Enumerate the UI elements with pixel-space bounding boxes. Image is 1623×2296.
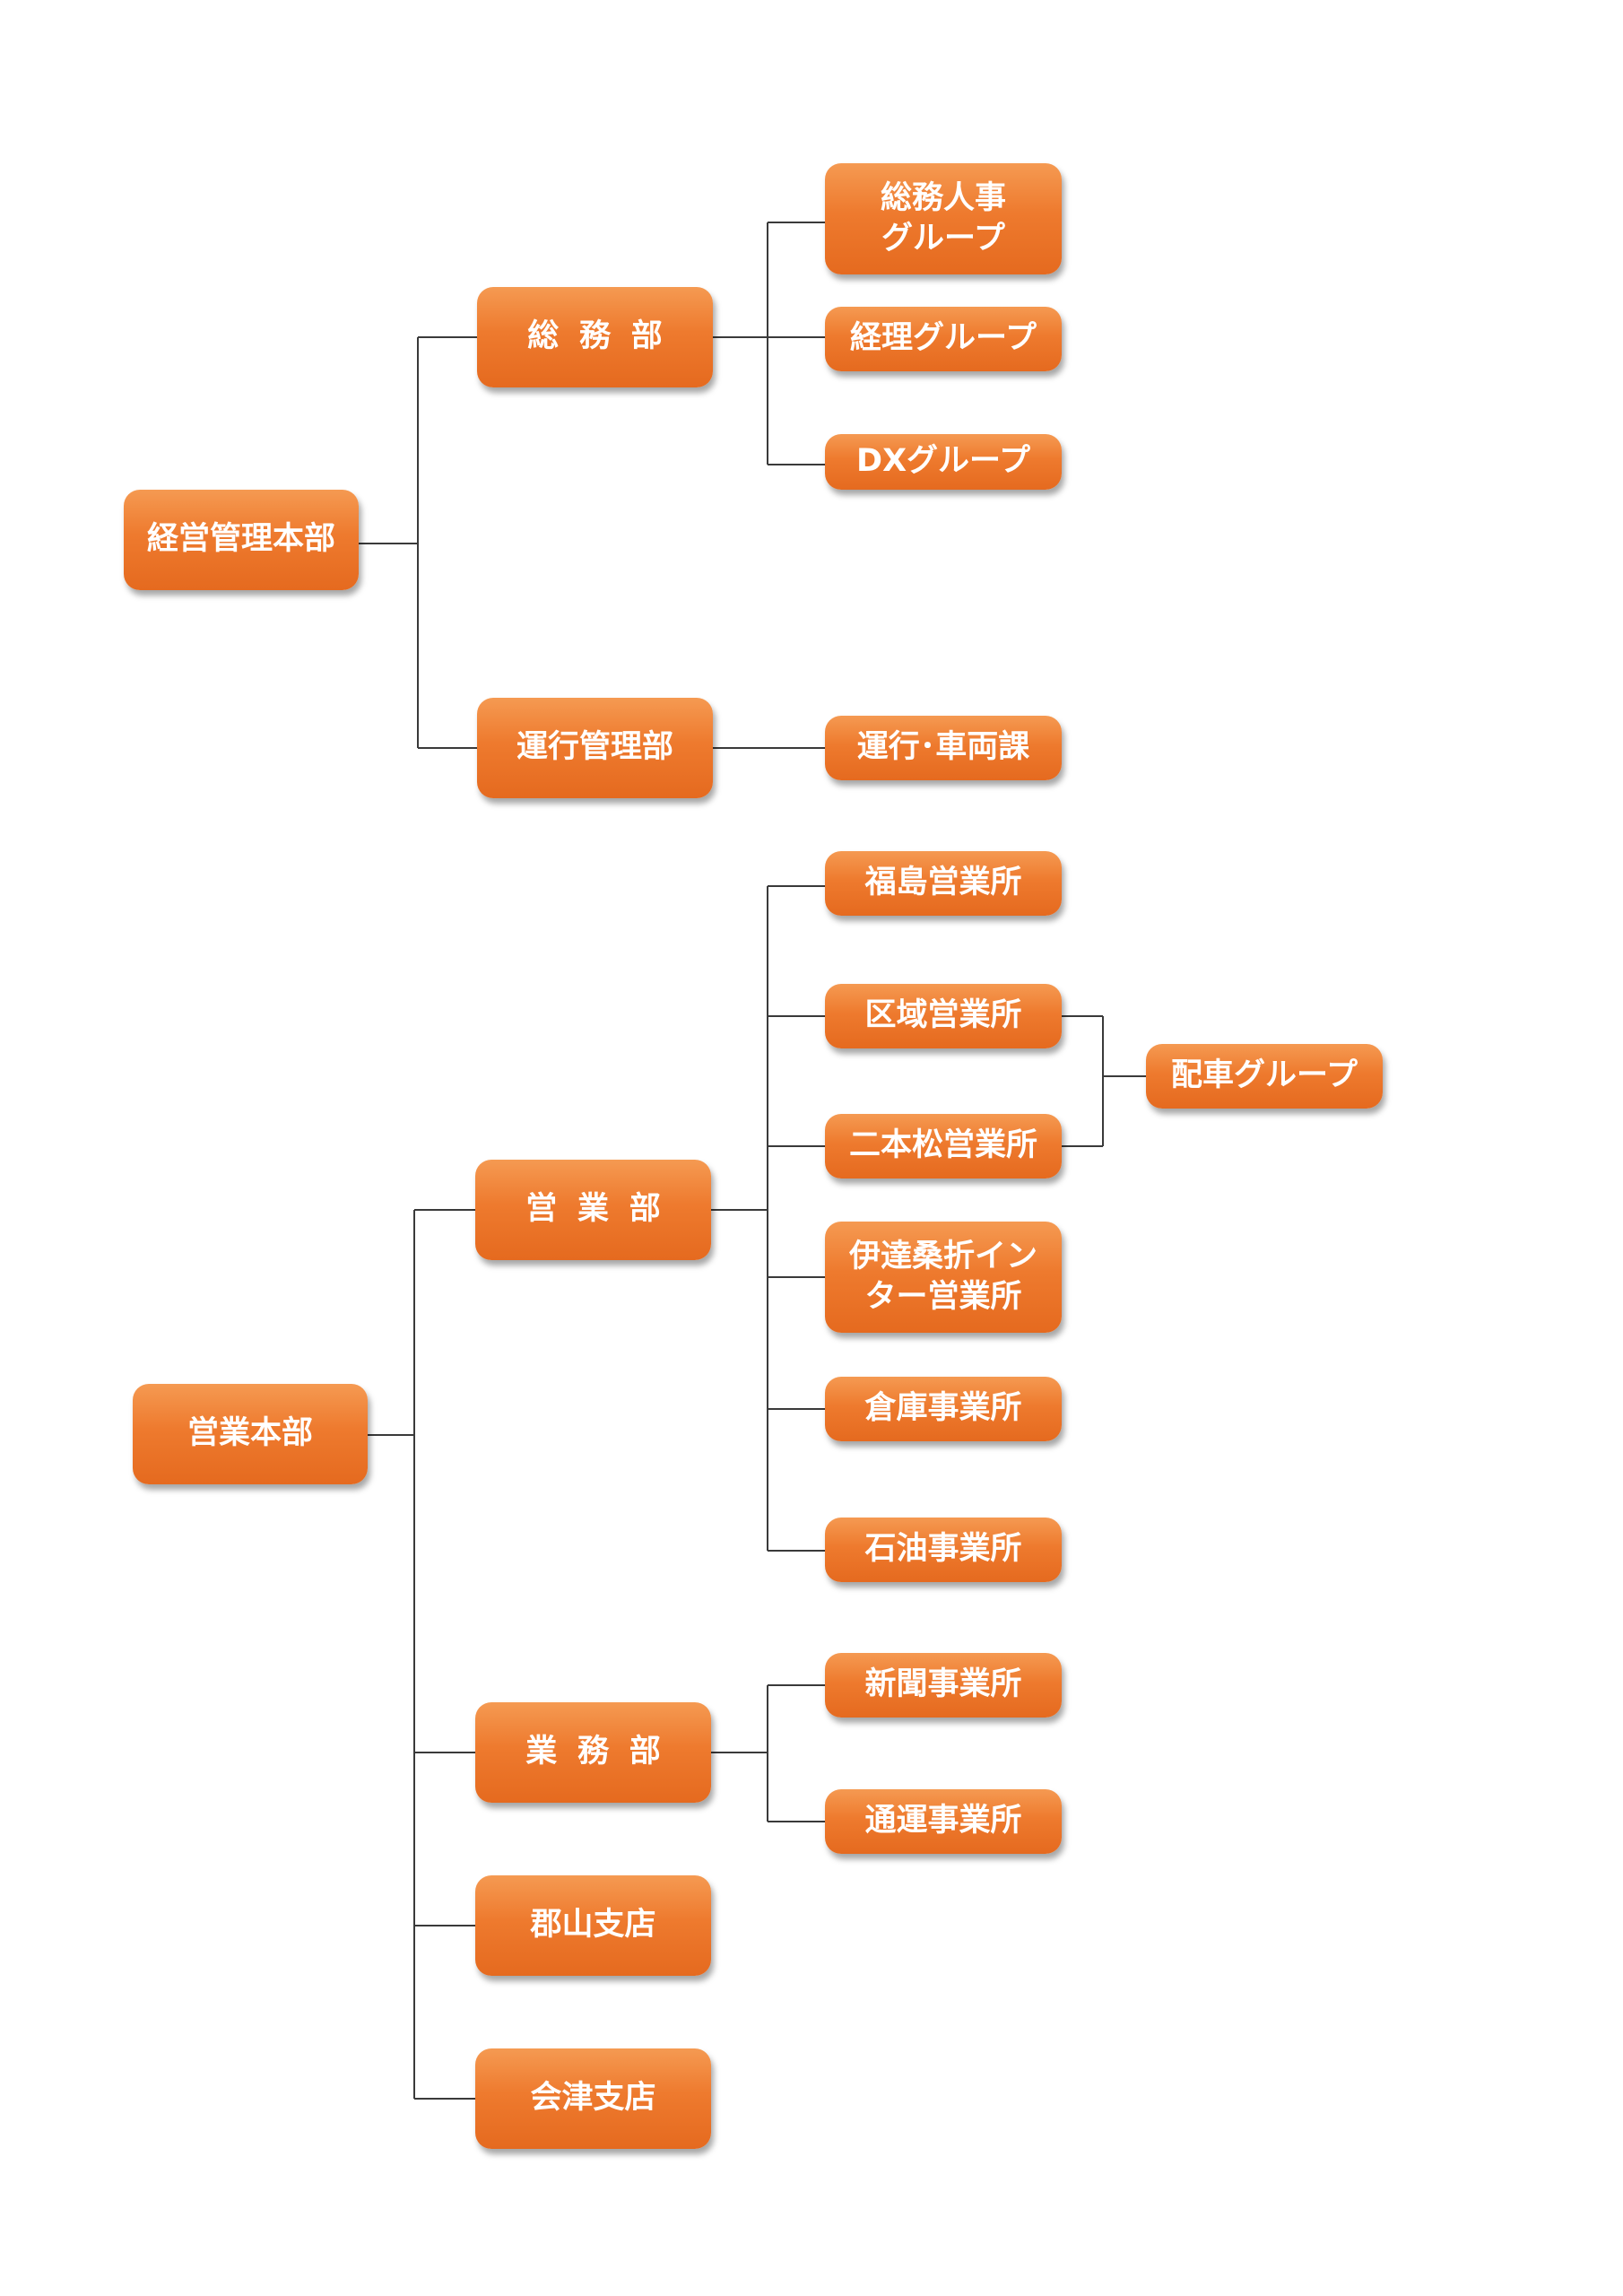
node-eigyo-honbu: 営業本部: [133, 1384, 368, 1484]
node-haisha-group: 配車グループ: [1146, 1044, 1383, 1109]
node-unko-sharyoka: 運行･車両課: [825, 716, 1062, 780]
node-aizu: 会津支店: [475, 2048, 711, 2149]
node-keiri-group: 経理グループ: [825, 307, 1062, 371]
node-sekiyu: 石油事業所: [825, 1518, 1062, 1582]
node-fukushima: 福島営業所: [825, 851, 1062, 916]
node-soko: 倉庫事業所: [825, 1377, 1062, 1441]
node-shinbun: 新聞事業所: [825, 1653, 1062, 1718]
node-somu-jinji-group: 総務人事 グループ: [825, 163, 1062, 274]
node-gyomubu: 業務部: [475, 1702, 711, 1803]
node-somubu: 総務部: [477, 287, 713, 387]
node-tsuun: 通運事業所: [825, 1789, 1062, 1854]
node-unko-kanribu: 運行管理部: [477, 698, 713, 798]
node-keiei-kanri-honbu: 経営管理本部: [124, 490, 359, 590]
node-eigyobu: 営業部: [475, 1160, 711, 1260]
node-date-kori: 伊達桑折イン ター営業所: [825, 1222, 1062, 1333]
node-koriyama: 郡山支店: [475, 1875, 711, 1976]
node-dx-group: DXグループ: [825, 434, 1062, 490]
node-kuiki: 区域営業所: [825, 984, 1062, 1048]
node-nihonmatsu: 二本松営業所: [825, 1114, 1062, 1178]
